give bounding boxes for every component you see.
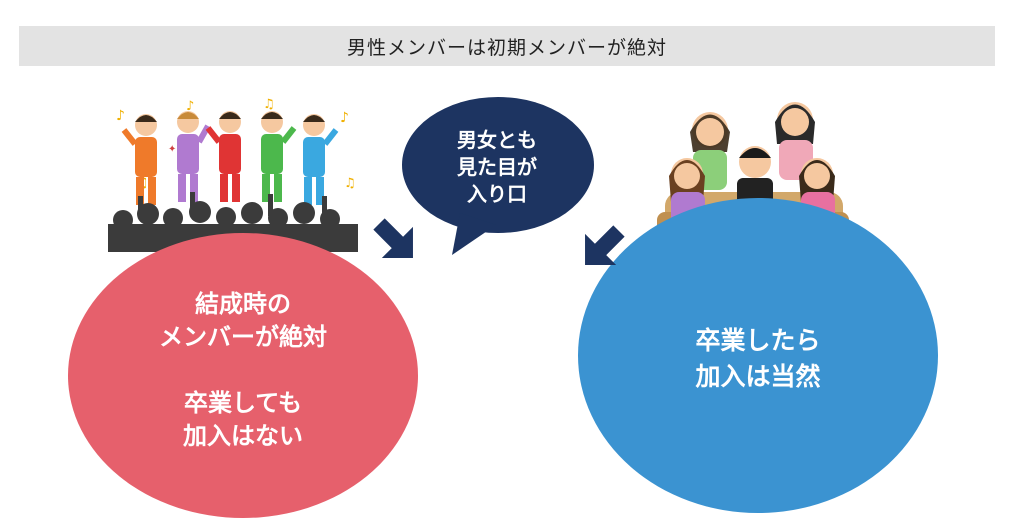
speech-bubble: 男女とも 見た目が 入り口 [400, 95, 594, 257]
svg-text:✦: ✦ [168, 144, 176, 155]
right-circle: 卒業したら 加入は当然 [578, 198, 938, 513]
title-bar: 男性メンバーは初期メンバーが絶対 [19, 26, 995, 66]
arrow-down-left-icon [373, 218, 413, 258]
right-circle-text: 卒業したら 加入は当然 [695, 325, 821, 391]
left-circle-text: 結成時の メンバーが絶対 卒業しても 加入はない [159, 290, 327, 450]
arrow-down-right-icon [585, 225, 625, 265]
svg-text:♫: ♫ [344, 176, 356, 191]
svg-text:♪: ♪ [186, 99, 194, 114]
svg-text:♪: ♪ [340, 110, 349, 126]
bubble-text: 男女とも 見た目が 入り口 [457, 128, 537, 206]
left-circle: 結成時の メンバーが絶対 卒業しても 加入はない [68, 233, 418, 518]
speech-bubble-icon [402, 97, 594, 255]
svg-text:♫: ♫ [263, 97, 275, 112]
male-idol-group-concert-icon: ♪ ♫ ♪ ♫ ♪ ♫ ✦ ✦ [108, 97, 358, 252]
svg-text:♪: ♪ [116, 108, 125, 124]
page-title: 男性メンバーは初期メンバーが絶対 [346, 36, 667, 59]
